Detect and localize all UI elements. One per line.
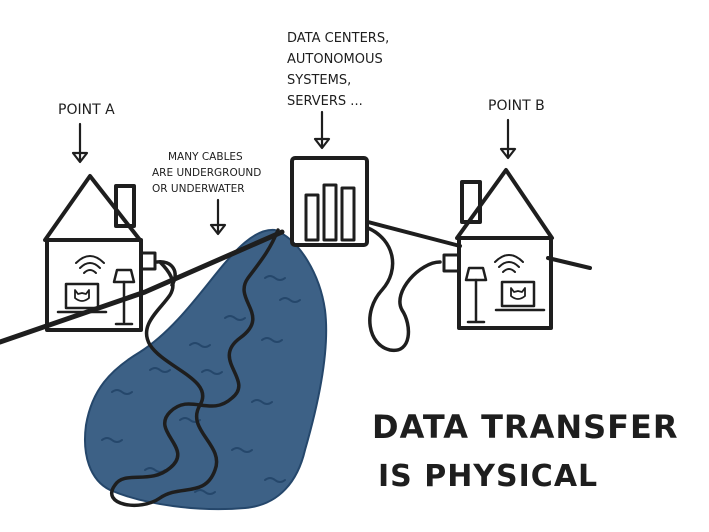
house-b-chimney — [460, 180, 482, 224]
data-centers-line-3: SYSTEMS, — [287, 73, 351, 88]
arrow-point-a — [71, 122, 89, 164]
house-a-body — [45, 238, 143, 332]
headline: DATA TRANSFER IS PHYSICAL — [372, 408, 679, 494]
lamp-icon — [112, 268, 136, 326]
laptop-cat-icon — [56, 282, 108, 314]
datacenter-cable-straight — [366, 220, 462, 248]
arrow-cables — [209, 198, 227, 236]
house-a-cable — [155, 260, 177, 287]
laptop-cat-icon — [494, 280, 546, 312]
data-centers-line-1: DATA CENTERS, — [287, 31, 389, 46]
house-b-cable-right — [546, 256, 592, 270]
house-b-body — [457, 236, 553, 330]
headline-line-2: IS PHYSICAL — [378, 459, 598, 494]
cables-line-1: MANY CABLES — [168, 151, 243, 163]
house-b-jack — [442, 253, 461, 273]
cables-line-2: ARE UNDERGROUND — [152, 167, 261, 179]
label-point-a: POINT A — [58, 102, 115, 118]
water-ripples — [101, 275, 301, 495]
wifi-icon — [494, 254, 524, 273]
label-data-centers: DATA CENTERS, AUTONOMOUS SYSTEMS, SERVER… — [287, 31, 389, 109]
cables-line-3: OR UNDERWATER — [152, 183, 245, 195]
house-a-jack — [139, 251, 157, 271]
lamp-icon — [464, 266, 488, 324]
house-a-chimney — [114, 184, 136, 228]
wifi-icon — [75, 255, 105, 274]
arrow-point-b — [499, 118, 517, 160]
data-centers-line-2: AUTONOMOUS — [287, 52, 383, 67]
underwater-cable — [110, 228, 280, 507]
ground-cable — [366, 226, 442, 352]
house-b — [442, 168, 554, 330]
data-center-icon — [290, 156, 369, 247]
house-a — [43, 174, 157, 332]
arrow-data-centers — [313, 110, 331, 150]
data-centers-line-4: SERVERS ... — [287, 94, 363, 109]
headline-line-1: DATA TRANSFER — [372, 408, 679, 446]
label-point-b: POINT B — [488, 98, 545, 114]
label-cables: MANY CABLES ARE UNDERGROUND OR UNDERWATE… — [152, 151, 261, 195]
